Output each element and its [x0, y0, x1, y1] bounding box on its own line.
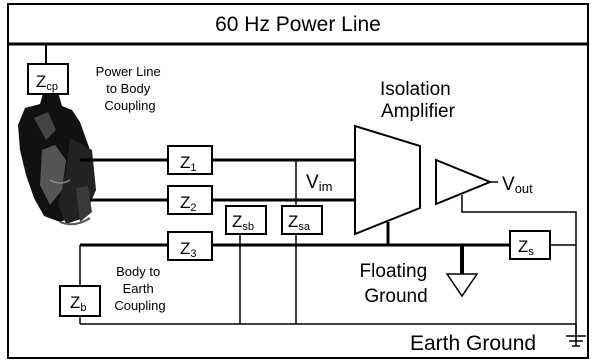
- svg-text:Zsb: Zsb: [232, 212, 254, 233]
- impedance-zsa: [281, 205, 323, 235]
- impedance-zcp: [27, 63, 69, 95]
- svg-text:Zsa: Zsa: [288, 212, 311, 233]
- impedance-zb: [59, 285, 101, 317]
- vim-label: Vim: [306, 172, 332, 194]
- body-earth-coupling-label: Body to Earth Coupling: [114, 264, 165, 313]
- diagram-frame: [7, 3, 589, 359]
- svg-text:Zs: Zs: [518, 237, 534, 258]
- svg-text:Zb: Zb: [70, 293, 87, 314]
- isolation-amplifier: [354, 124, 421, 236]
- svg-text:Z2: Z2: [180, 193, 197, 214]
- earth-ground-symbol: [566, 324, 586, 347]
- earth-ground-label: Earth Ground: [410, 332, 536, 355]
- floating-ground-label: Floating Ground: [360, 261, 433, 307]
- floating-ground-symbol: [445, 273, 479, 298]
- impedance-z3: [167, 231, 213, 261]
- heart-icon: [18, 90, 96, 226]
- vout-label: Vout: [502, 174, 533, 196]
- power-line-title: 60 Hz Power Line: [215, 13, 381, 36]
- svg-text:Z3: Z3: [180, 239, 197, 260]
- svg-text:Zcp: Zcp: [36, 72, 58, 93]
- amplifier-label: Isolation Amplifier: [380, 79, 456, 122]
- impedance-zsb: [225, 205, 267, 235]
- svg-text:Z1: Z1: [180, 153, 197, 174]
- output-buffer: [435, 158, 493, 206]
- impedance-zs: [509, 230, 551, 260]
- impedance-z2: [167, 185, 213, 215]
- power-coupling-label: Power Line to Body Coupling: [96, 64, 165, 113]
- impedance-z1: [167, 145, 213, 175]
